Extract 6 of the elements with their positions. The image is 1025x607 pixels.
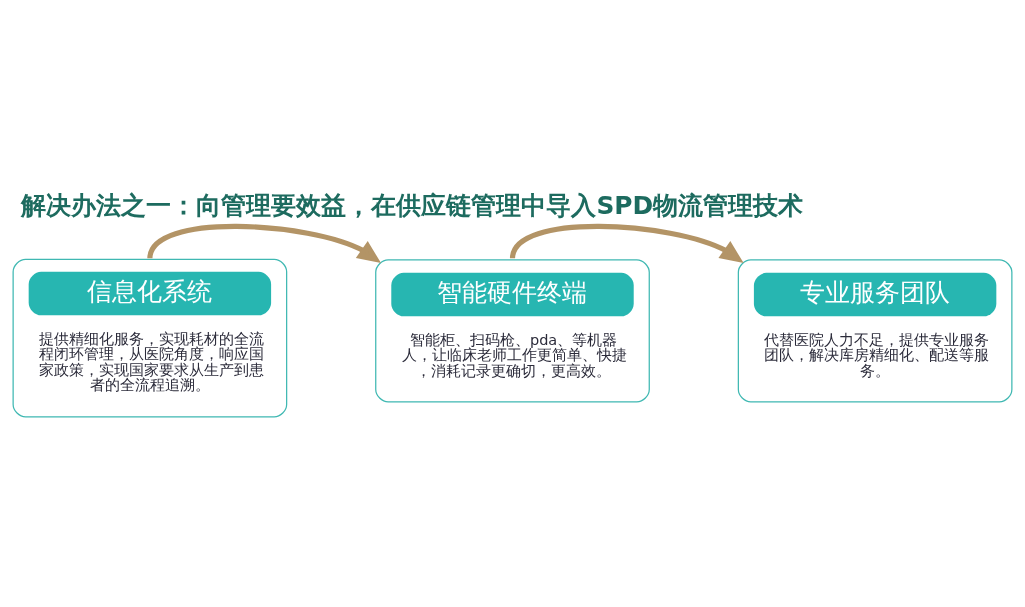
node-box: 信息化系统 提供精细化服务，实现耗材的全流程闭环管理，从医院角度，响应国家政策，实现国家要求从生产到患者的全流程追溯。 [12,258,288,417]
node-box: 专业服务团队 代替医院人力不足，提供专业服务团队，解决库房精细化、配送等服务。 [737,258,1013,402]
node-box: 智能硬件终端 智能柜、扫码枪、pda、等机器人，让临床老师工作更简单、快捷，消耗记录更确切，更高效。 [375,258,650,402]
arrow [510,223,744,263]
arrow [147,223,381,263]
diagram-title: 解决办法之一：向管理要效益，在供应链管理中导入SPD物流管理技术 [21,190,804,220]
